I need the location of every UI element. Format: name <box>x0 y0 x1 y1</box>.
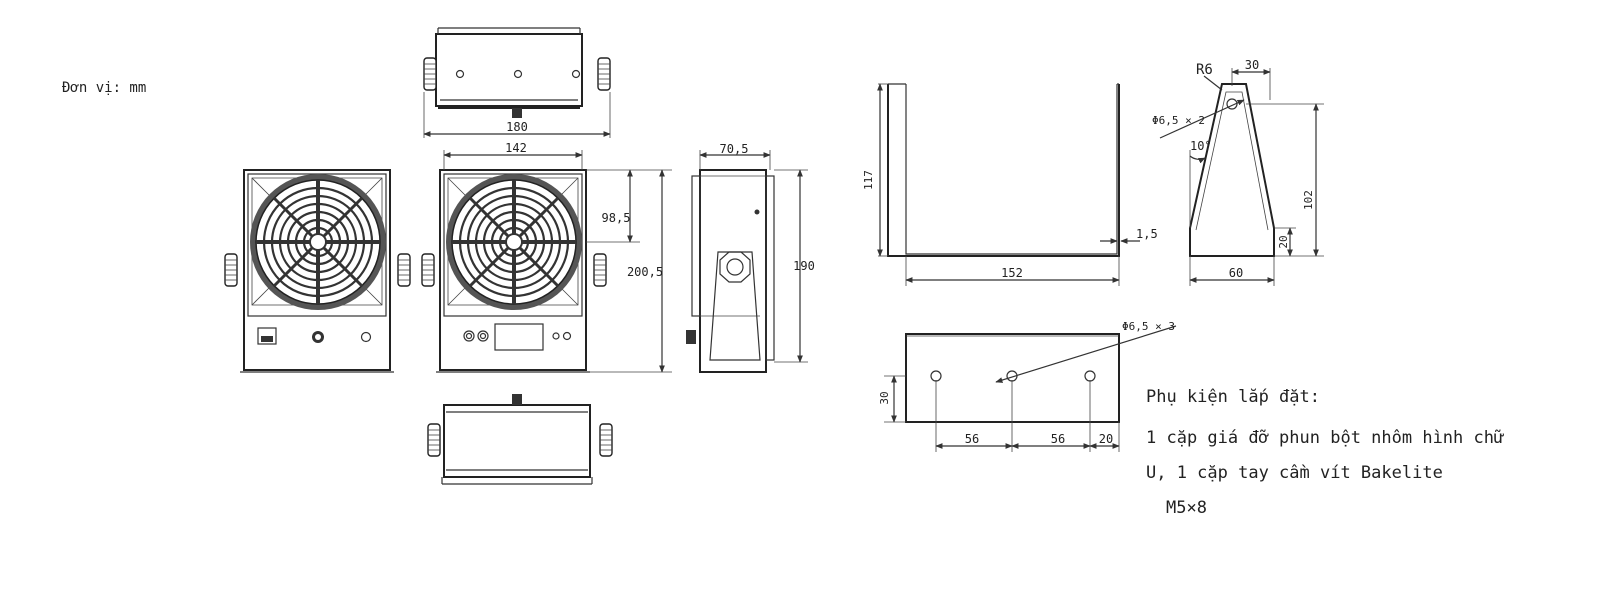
dim-side-depth: 70,5 <box>720 142 749 156</box>
front-view: 142 98,5 200,5 <box>421 141 672 373</box>
dim-angle: 10° <box>1190 139 1212 153</box>
bracket-arm-side: R6 30 Φ6,5 × 2 10° 102 20 60 <box>1152 58 1324 286</box>
dim-arm-top-width: 30 <box>1245 58 1259 72</box>
accessories-line-1: 1 cặp giá đỡ phun bột nhôm hình chữ <box>1146 428 1504 448</box>
accessories-line-3: M5×8 <box>1166 498 1207 518</box>
dim-hole-triple: Φ6,5 × 3 <box>1122 320 1175 333</box>
dim-bracket-width: 152 <box>1001 266 1023 280</box>
dim-arm-foot: 20 <box>1277 235 1290 248</box>
dim-side-height: 190 <box>793 259 815 273</box>
dim-radius: R6 <box>1196 62 1213 78</box>
rear-view <box>224 169 411 373</box>
dim-hole-pitch-2: 56 <box>1051 432 1065 446</box>
bracket-plan-view: Φ6,5 × 3 30 56 56 20 <box>878 320 1177 452</box>
dim-top-width: 180 <box>506 120 528 134</box>
dim-front-width: 142 <box>505 141 527 155</box>
dim-bracket-height: 117 <box>862 170 875 190</box>
dim-bracket-thickness: 1,5 <box>1136 227 1158 241</box>
dim-base-depth: 30 <box>878 391 891 404</box>
u-bracket-front: 117 1,5 152 <box>862 83 1158 286</box>
accessory-notes: Phụ kiện lắp đặt: 1 cặp giá đỡ phun bột … <box>1146 387 1504 518</box>
dim-arm-base: 60 <box>1229 266 1243 280</box>
accessories-heading: Phụ kiện lắp đặt: <box>1146 387 1320 407</box>
units-label: Đơn vị: mm <box>62 80 146 96</box>
dim-hole-edge: 20 <box>1099 432 1113 446</box>
accessories-line-2: U, 1 cặp tay cầm vít Bakelite <box>1146 463 1443 483</box>
bottom-view <box>427 394 613 485</box>
top-view: 180 <box>423 27 611 138</box>
dim-hole-pitch-1: 56 <box>965 432 979 446</box>
dim-arm-height: 102 <box>1302 190 1315 210</box>
dim-hole-pair: Φ6,5 × 2 <box>1152 114 1205 127</box>
dim-fan-height: 98,5 <box>602 211 631 225</box>
side-view: 70,5 190 <box>686 142 815 373</box>
dim-front-height: 200,5 <box>627 265 663 279</box>
